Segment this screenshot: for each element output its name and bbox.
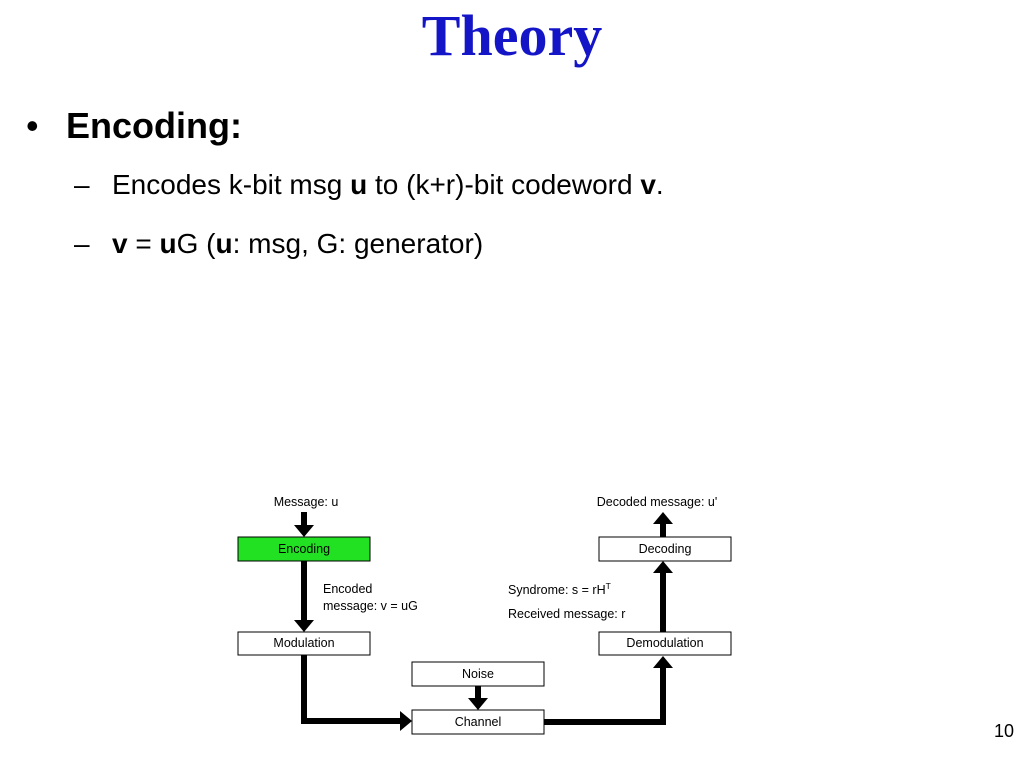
arrowhead-right (400, 711, 412, 731)
arrow-modulation-to-channel (301, 655, 402, 724)
text-run: Encodes k-bit msg (112, 169, 351, 200)
channel-box (411, 709, 545, 735)
page-number: 10 (993, 721, 1014, 741)
encoding-box (237, 536, 371, 562)
arrowhead-up (653, 561, 673, 573)
syndrome-label: Syndrome: s = rHT (508, 581, 611, 597)
channel-label: Channel (455, 715, 502, 729)
decoding-label: Decoding (639, 542, 692, 556)
arrowhead-down (294, 620, 314, 632)
bullet-encoding: • Encoding: (26, 104, 242, 148)
arrowhead-up (653, 512, 673, 524)
arrowhead-down (468, 698, 488, 710)
sub-bullet-formula: –v = uG (u: msg, G: generator) (74, 227, 483, 261)
slide-title: Theory (421, 3, 603, 68)
modulation-label: Modulation (273, 636, 334, 650)
decoded-message-label: Decoded message: u' (597, 495, 718, 509)
sub-bullet-encodes: –Encodes k-bit msg u to (k+r)-bit codewo… (74, 168, 664, 202)
received-message-label: Received message: r (508, 607, 625, 621)
demodulation-label: Demodulation (626, 636, 703, 650)
bullet-marker: • (26, 105, 39, 146)
message-in-label: Message: u (274, 495, 339, 509)
bullet-heading: Encoding: (66, 105, 242, 146)
encoded-label-line1: Encoded (323, 582, 372, 596)
noise-label: Noise (462, 667, 494, 681)
text-run: to (k+r)-bit codeword (367, 169, 641, 200)
text-run: = (127, 228, 160, 259)
arrowhead-down (294, 525, 314, 537)
text-run: : msg, G: generator) (232, 228, 484, 259)
bold-run-u: u (350, 169, 368, 200)
arrowhead-up (653, 656, 673, 668)
bold-run-u: u (159, 228, 177, 259)
dash-marker: – (74, 228, 90, 259)
text-run: . (655, 169, 664, 200)
text-run: G ( (176, 228, 216, 259)
dash-marker: – (74, 169, 90, 200)
bold-run-u: u (215, 228, 233, 259)
arrow-channel-to-demodulation (544, 666, 666, 725)
bold-run-v: v (640, 169, 656, 200)
encoded-label-line2: message: v = uG (323, 599, 418, 613)
encoding-label: Encoding (278, 542, 330, 556)
bold-run-v: v (112, 228, 128, 259)
